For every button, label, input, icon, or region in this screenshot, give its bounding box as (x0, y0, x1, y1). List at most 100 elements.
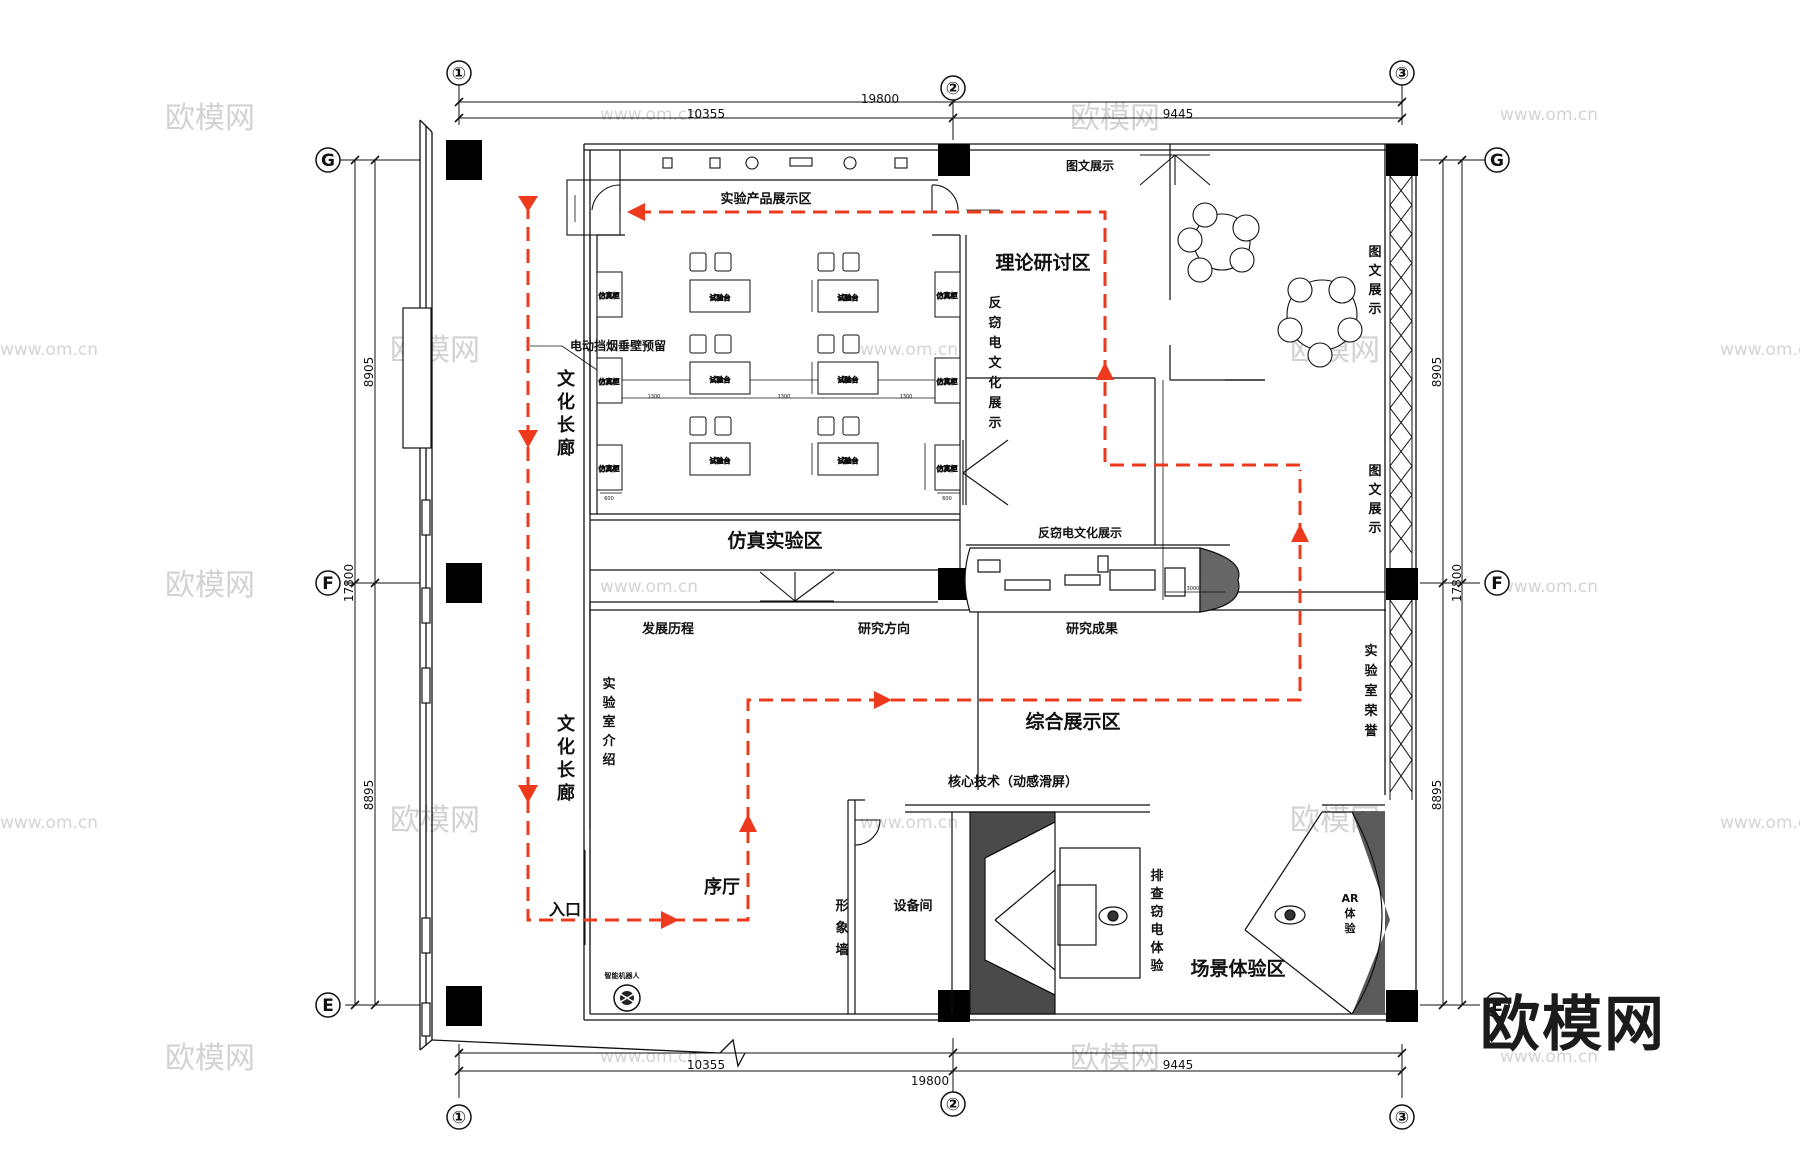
label-graphic-top: 图文展示 (1066, 158, 1114, 173)
watermark-url: www.om.cn (1720, 340, 1800, 360)
robot-icon (613, 984, 641, 1012)
watermark-url: www.om.cn (1500, 105, 1598, 125)
column (938, 990, 970, 1022)
label-entrance: 入口 (549, 900, 581, 919)
svg-text:600: 600 (942, 496, 952, 502)
test-bench: 试验台 (689, 442, 751, 476)
dim-total-height-right: 17800 (1450, 564, 1464, 602)
dim-lower-span-right: 8895 (1430, 780, 1444, 811)
label-history: 发展历程 (641, 621, 694, 637)
svg-text:G: G (1490, 151, 1504, 171)
test-bench: 试验台 (689, 361, 751, 395)
svg-text:仿真柜: 仿真柜 (599, 464, 620, 473)
arrow-up-icon (739, 814, 757, 832)
axis-bubble-g-right: G (1484, 147, 1510, 173)
watermark-url: www.om.cn (860, 813, 958, 833)
svg-text:试验台: 试验台 (838, 375, 859, 384)
round-tables (1177, 202, 1363, 368)
svg-text:试验台: 试验台 (710, 375, 731, 384)
axis-bubbles: ① ② ③ ① ② ③ G F E G F E (315, 60, 1510, 1130)
vertical-labels: 文化长廊 文化长廊 反窃电文化展示 图文展示 图文展示 实验室介绍 实验室荣誉 … (557, 245, 1382, 974)
lab-dim-lines (530, 195, 1225, 600)
column (1386, 568, 1418, 600)
svg-text:③: ③ (1395, 1108, 1409, 1128)
svg-text:②: ② (946, 1095, 960, 1115)
svg-text:E: E (322, 996, 334, 1016)
dim-upper-span: 8905 (362, 357, 376, 388)
watermark-url: www.om.cn (600, 105, 698, 125)
chairs (689, 252, 860, 436)
label-simulation-lab: 仿真实验区 (727, 529, 822, 552)
dim-left-span: 10355 (687, 107, 725, 121)
lab-dim-labels: 1300 1300 1300 1200 1200 1200 600 600 30… (604, 297, 1199, 592)
dimension-lines (340, 80, 1485, 1098)
sim-cabinet: 仿真柜 (596, 271, 623, 318)
label-results: 研究成果 (1066, 621, 1118, 637)
axis-bubble-3-top: ③ (1389, 60, 1415, 86)
svg-text:仿真柜: 仿真柜 (599, 291, 620, 300)
watermark-url: www.om.cn (600, 577, 698, 597)
watermark-url: www.om.cn (1720, 813, 1800, 833)
dim-total-width: 19800 (861, 92, 899, 106)
label-graphic-right-1: 图文展示 (1368, 245, 1382, 317)
dim-total-height: 17800 (342, 564, 356, 602)
column (446, 140, 482, 180)
dim-left-span-bottom: 10355 (687, 1058, 725, 1072)
test-bench: 试验台 (817, 442, 879, 476)
route-path (635, 210, 1300, 467)
dim-lower-span: 8895 (362, 780, 376, 811)
svg-text:试验台: 试验台 (710, 456, 731, 465)
outer-walls (419, 119, 1417, 1068)
svg-text:①: ① (452, 64, 466, 84)
watermark-text: 欧模网 (1070, 1041, 1160, 1076)
svg-text:1300: 1300 (900, 394, 913, 400)
arrow-down-icon (518, 196, 538, 212)
svg-text:1300: 1300 (778, 394, 791, 400)
svg-text:1200: 1200 (843, 460, 856, 466)
arrow-right-icon (874, 691, 892, 709)
sim-cabinet: 仿真柜 (934, 357, 961, 404)
dim-right-span-bottom: 9445 (1163, 1058, 1194, 1072)
doors (566, 154, 1211, 945)
label-inspection: 排查窃电体验 (1149, 868, 1164, 974)
arrow-down-icon (518, 785, 538, 803)
svg-text:试验台: 试验台 (710, 293, 731, 302)
dimension-ticks (350, 97, 1467, 1076)
person-icon (1098, 905, 1306, 926)
label-honors: 实验室荣誉 (1363, 643, 1378, 739)
watermark-text: 欧模网 (165, 568, 255, 603)
watermark-url: www.om.cn (600, 1047, 698, 1067)
axis-bubble-e-left: E (315, 992, 341, 1018)
svg-text:仿真柜: 仿真柜 (937, 291, 958, 300)
svg-text:3000: 3000 (1187, 586, 1200, 592)
sim-cabinet: 仿真柜 (934, 271, 961, 318)
axis-bubble-e-right: E (1484, 992, 1510, 1018)
watermark-url: www.om.cn (1500, 577, 1598, 597)
arrow-up-icon (1096, 362, 1114, 380)
anti-theft-counter (964, 547, 1240, 613)
svg-text:试验台: 试验台 (838, 456, 859, 465)
label-graphic-right-2: 图文展示 (1368, 464, 1382, 536)
sim-cabinet: 仿真柜 (596, 444, 623, 491)
axis-bubble-2-bottom: ② (940, 1091, 966, 1117)
svg-text:1300: 1300 (648, 394, 661, 400)
arrow-up-icon (1291, 524, 1309, 542)
svg-text:试验台: 试验台 (838, 293, 859, 302)
watermark-url: www.om.cn (860, 340, 958, 360)
svg-text:1200: 1200 (843, 297, 856, 303)
label-direction: 研究方向 (858, 621, 910, 637)
axis-bubble-1-top: ① (446, 60, 472, 86)
column (446, 563, 482, 603)
column (938, 144, 970, 176)
label-comprehensive: 综合展示区 (1025, 710, 1120, 733)
watermark-urls: www.om.cn www.om.cn www.om.cn www.om.cn … (0, 105, 1800, 1067)
axis-bubble-2-top: ② (940, 75, 966, 101)
zone-labels: 实验产品展示区 理论研讨区 仿真实验区 图文展示 反窃电文化展示 电动挡烟垂壁预… (549, 158, 1286, 980)
label-scene-experience: 场景体验区 (1190, 957, 1285, 980)
route-arrows (518, 196, 1309, 929)
label-theory-research: 理论研讨区 (995, 251, 1090, 274)
label-anti-theft-h: 反窃电文化展示 (1038, 525, 1122, 540)
label-equipment-room: 设备间 (893, 898, 932, 914)
